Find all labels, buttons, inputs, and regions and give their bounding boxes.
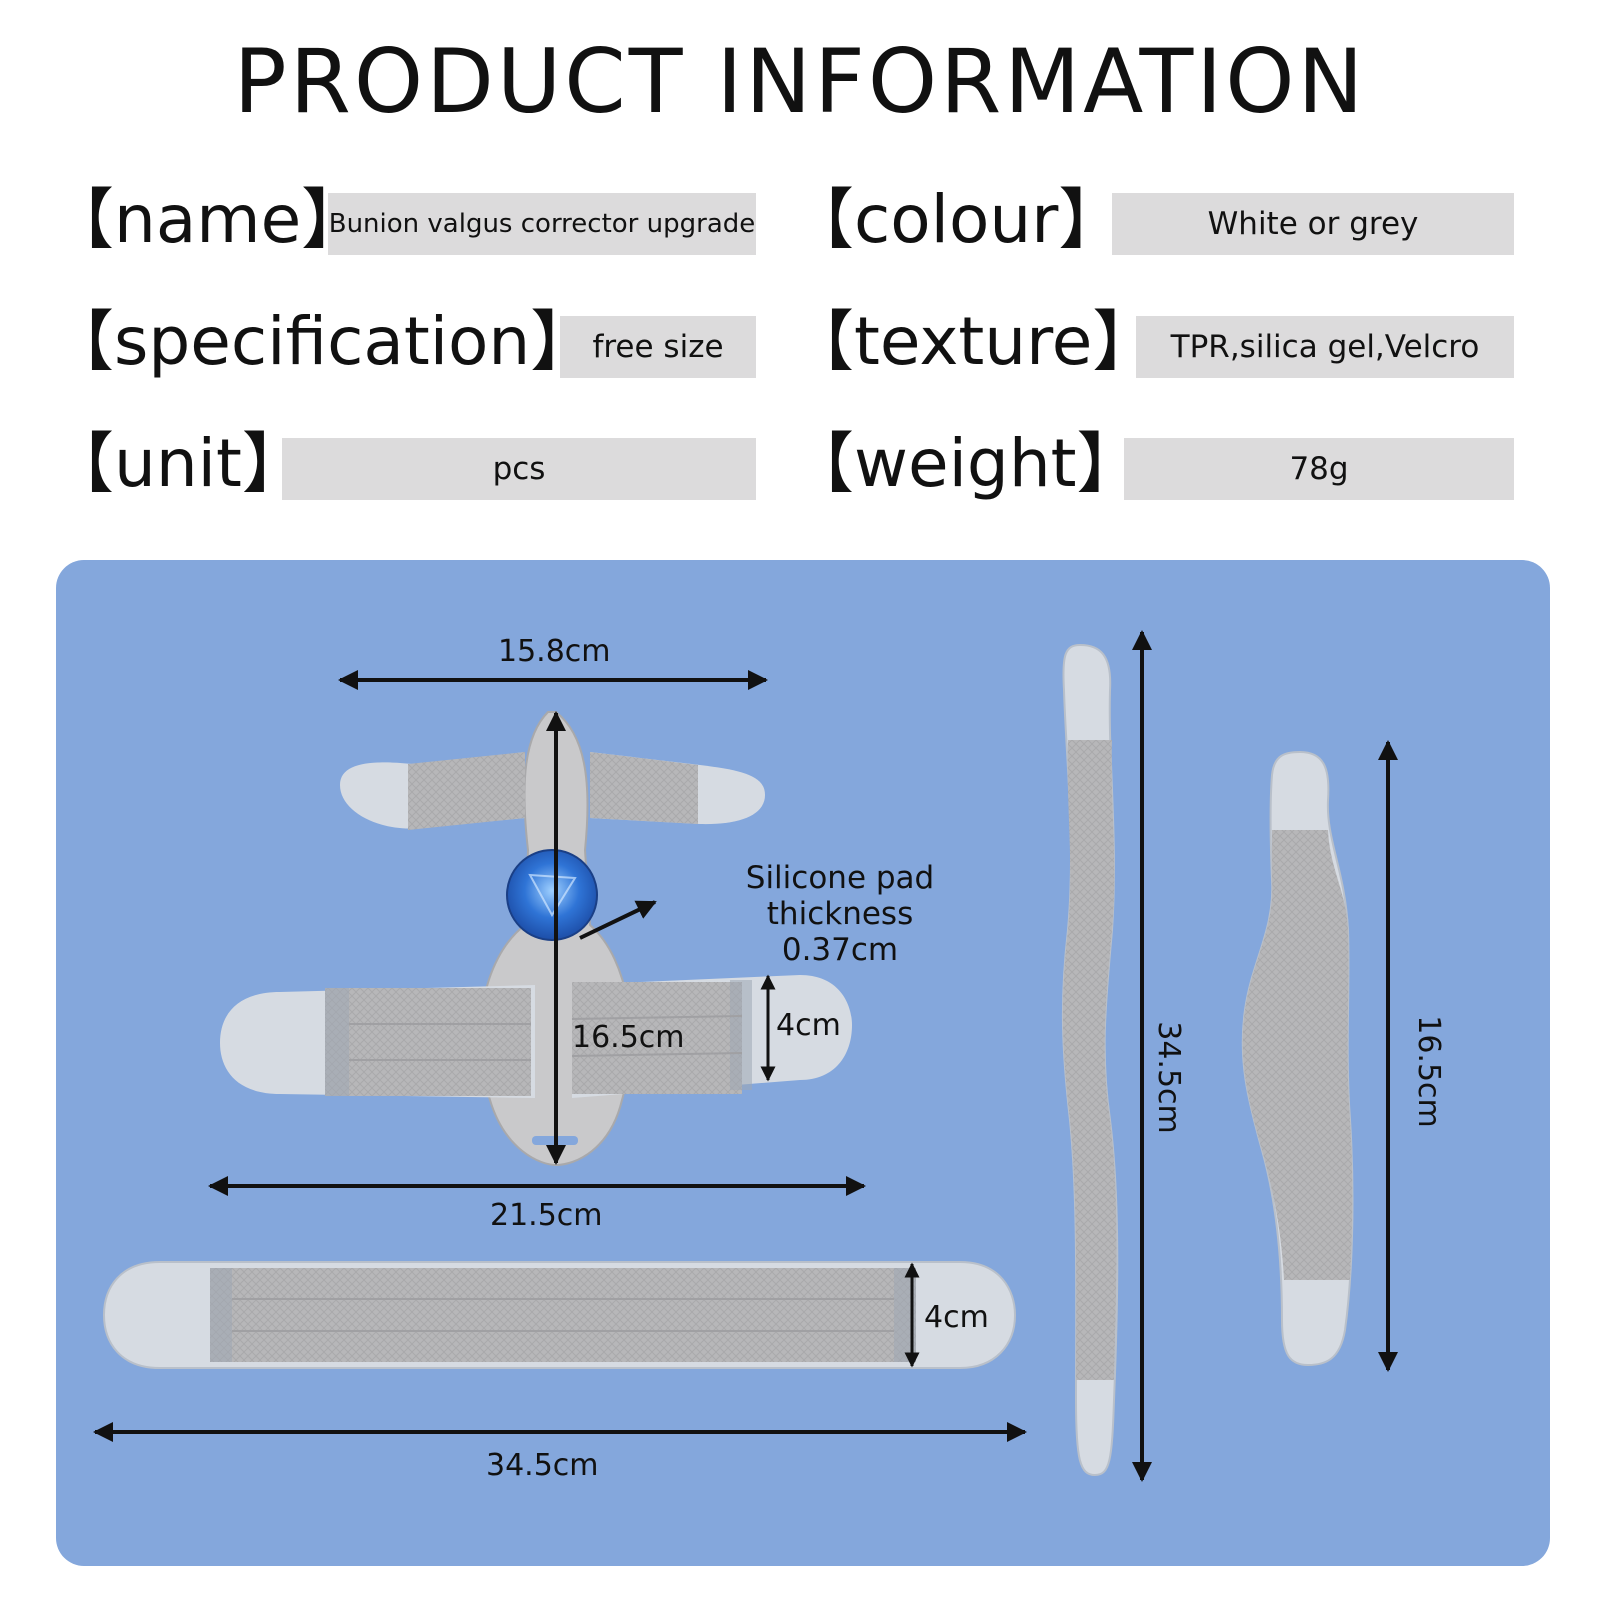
vertical-strap-length-label: 34.5cm (1150, 1021, 1186, 1134)
pad-thickness-value: 0.37cm (781, 932, 899, 968)
page-title: PRODUCT INFORMATION (233, 30, 1367, 133)
long-strap (102, 1261, 1017, 1369)
pad-pointer-arrow (579, 900, 657, 940)
silicone-pad (506, 849, 598, 941)
specification-label: 【specification】 (48, 303, 597, 380)
center-length-label: 16.5cm (572, 1020, 685, 1055)
long-strap-length-label: 34.5cm (486, 1448, 599, 1483)
colour-label: 【colour】 (788, 181, 1125, 258)
pad-thickness-callout: Silicone pad thickness 0.37cm (670, 860, 1010, 968)
specification-value: free size (560, 316, 756, 378)
unit-label: 【unit】 (48, 425, 308, 502)
name-label: 【name】 (48, 181, 368, 258)
curved-strap-length-label: 16.5cm (1410, 1015, 1446, 1128)
unit-value: pcs (282, 438, 756, 500)
strap-width-label: 4cm (776, 1008, 841, 1043)
weight-label: 【weight】 (788, 425, 1143, 502)
weight-value: 78g (1124, 438, 1514, 500)
bottom-width-label: 21.5cm (490, 1198, 603, 1233)
vertical-strap (1061, 643, 1119, 1477)
colour-value: White or grey (1112, 193, 1514, 255)
texture-value: TPR,silica gel,Velcro (1136, 316, 1514, 378)
pad-thickness-title: Silicone pad thickness (745, 860, 935, 932)
top-width-label: 15.8cm (498, 634, 611, 669)
long-strap-width-label: 4cm (924, 1300, 989, 1335)
name-value: Bunion valgus corrector upgrade (328, 193, 756, 255)
curved-strap (1241, 750, 1354, 1367)
texture-label: 【texture】 (788, 303, 1159, 380)
